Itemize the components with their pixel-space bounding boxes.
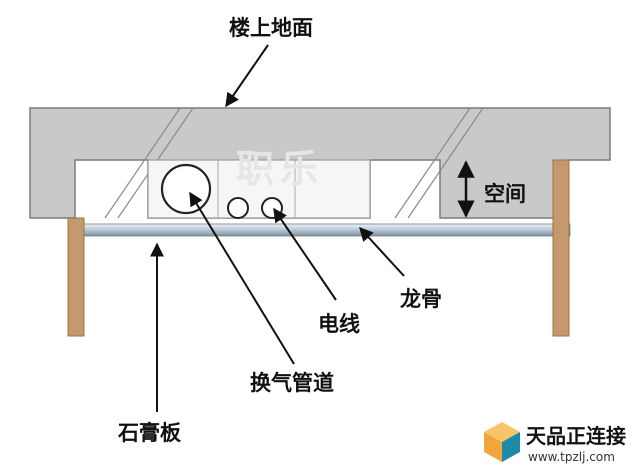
- watermark-center-text: 职乐: [236, 147, 325, 191]
- post-left: [67, 217, 85, 337]
- brand-url: www.tpzlj.com: [528, 450, 615, 464]
- brand-logo-icon: [484, 422, 520, 462]
- label-keel: 龙骨: [400, 287, 442, 311]
- keel-rail: [69, 223, 571, 237]
- label-floor-top: 楼上地面: [229, 16, 313, 40]
- label-gypsum-board: 石膏板: [118, 421, 181, 445]
- label-wire: 电线: [318, 312, 360, 336]
- arrow-keel: [359, 226, 405, 277]
- brand-name: 天品正连接: [526, 424, 626, 448]
- arrow-vent-pipe: [189, 191, 295, 365]
- slab-break-line: [394, 107, 484, 219]
- arrow-floor-top: [225, 44, 269, 108]
- label-vent-pipe: 换气管道: [250, 371, 334, 395]
- vent-pipe-circle: [160, 163, 212, 215]
- wire-circle: [227, 197, 249, 219]
- label-space: 空间: [484, 182, 526, 206]
- arrow-wire: [273, 207, 337, 301]
- post-right: [552, 159, 570, 337]
